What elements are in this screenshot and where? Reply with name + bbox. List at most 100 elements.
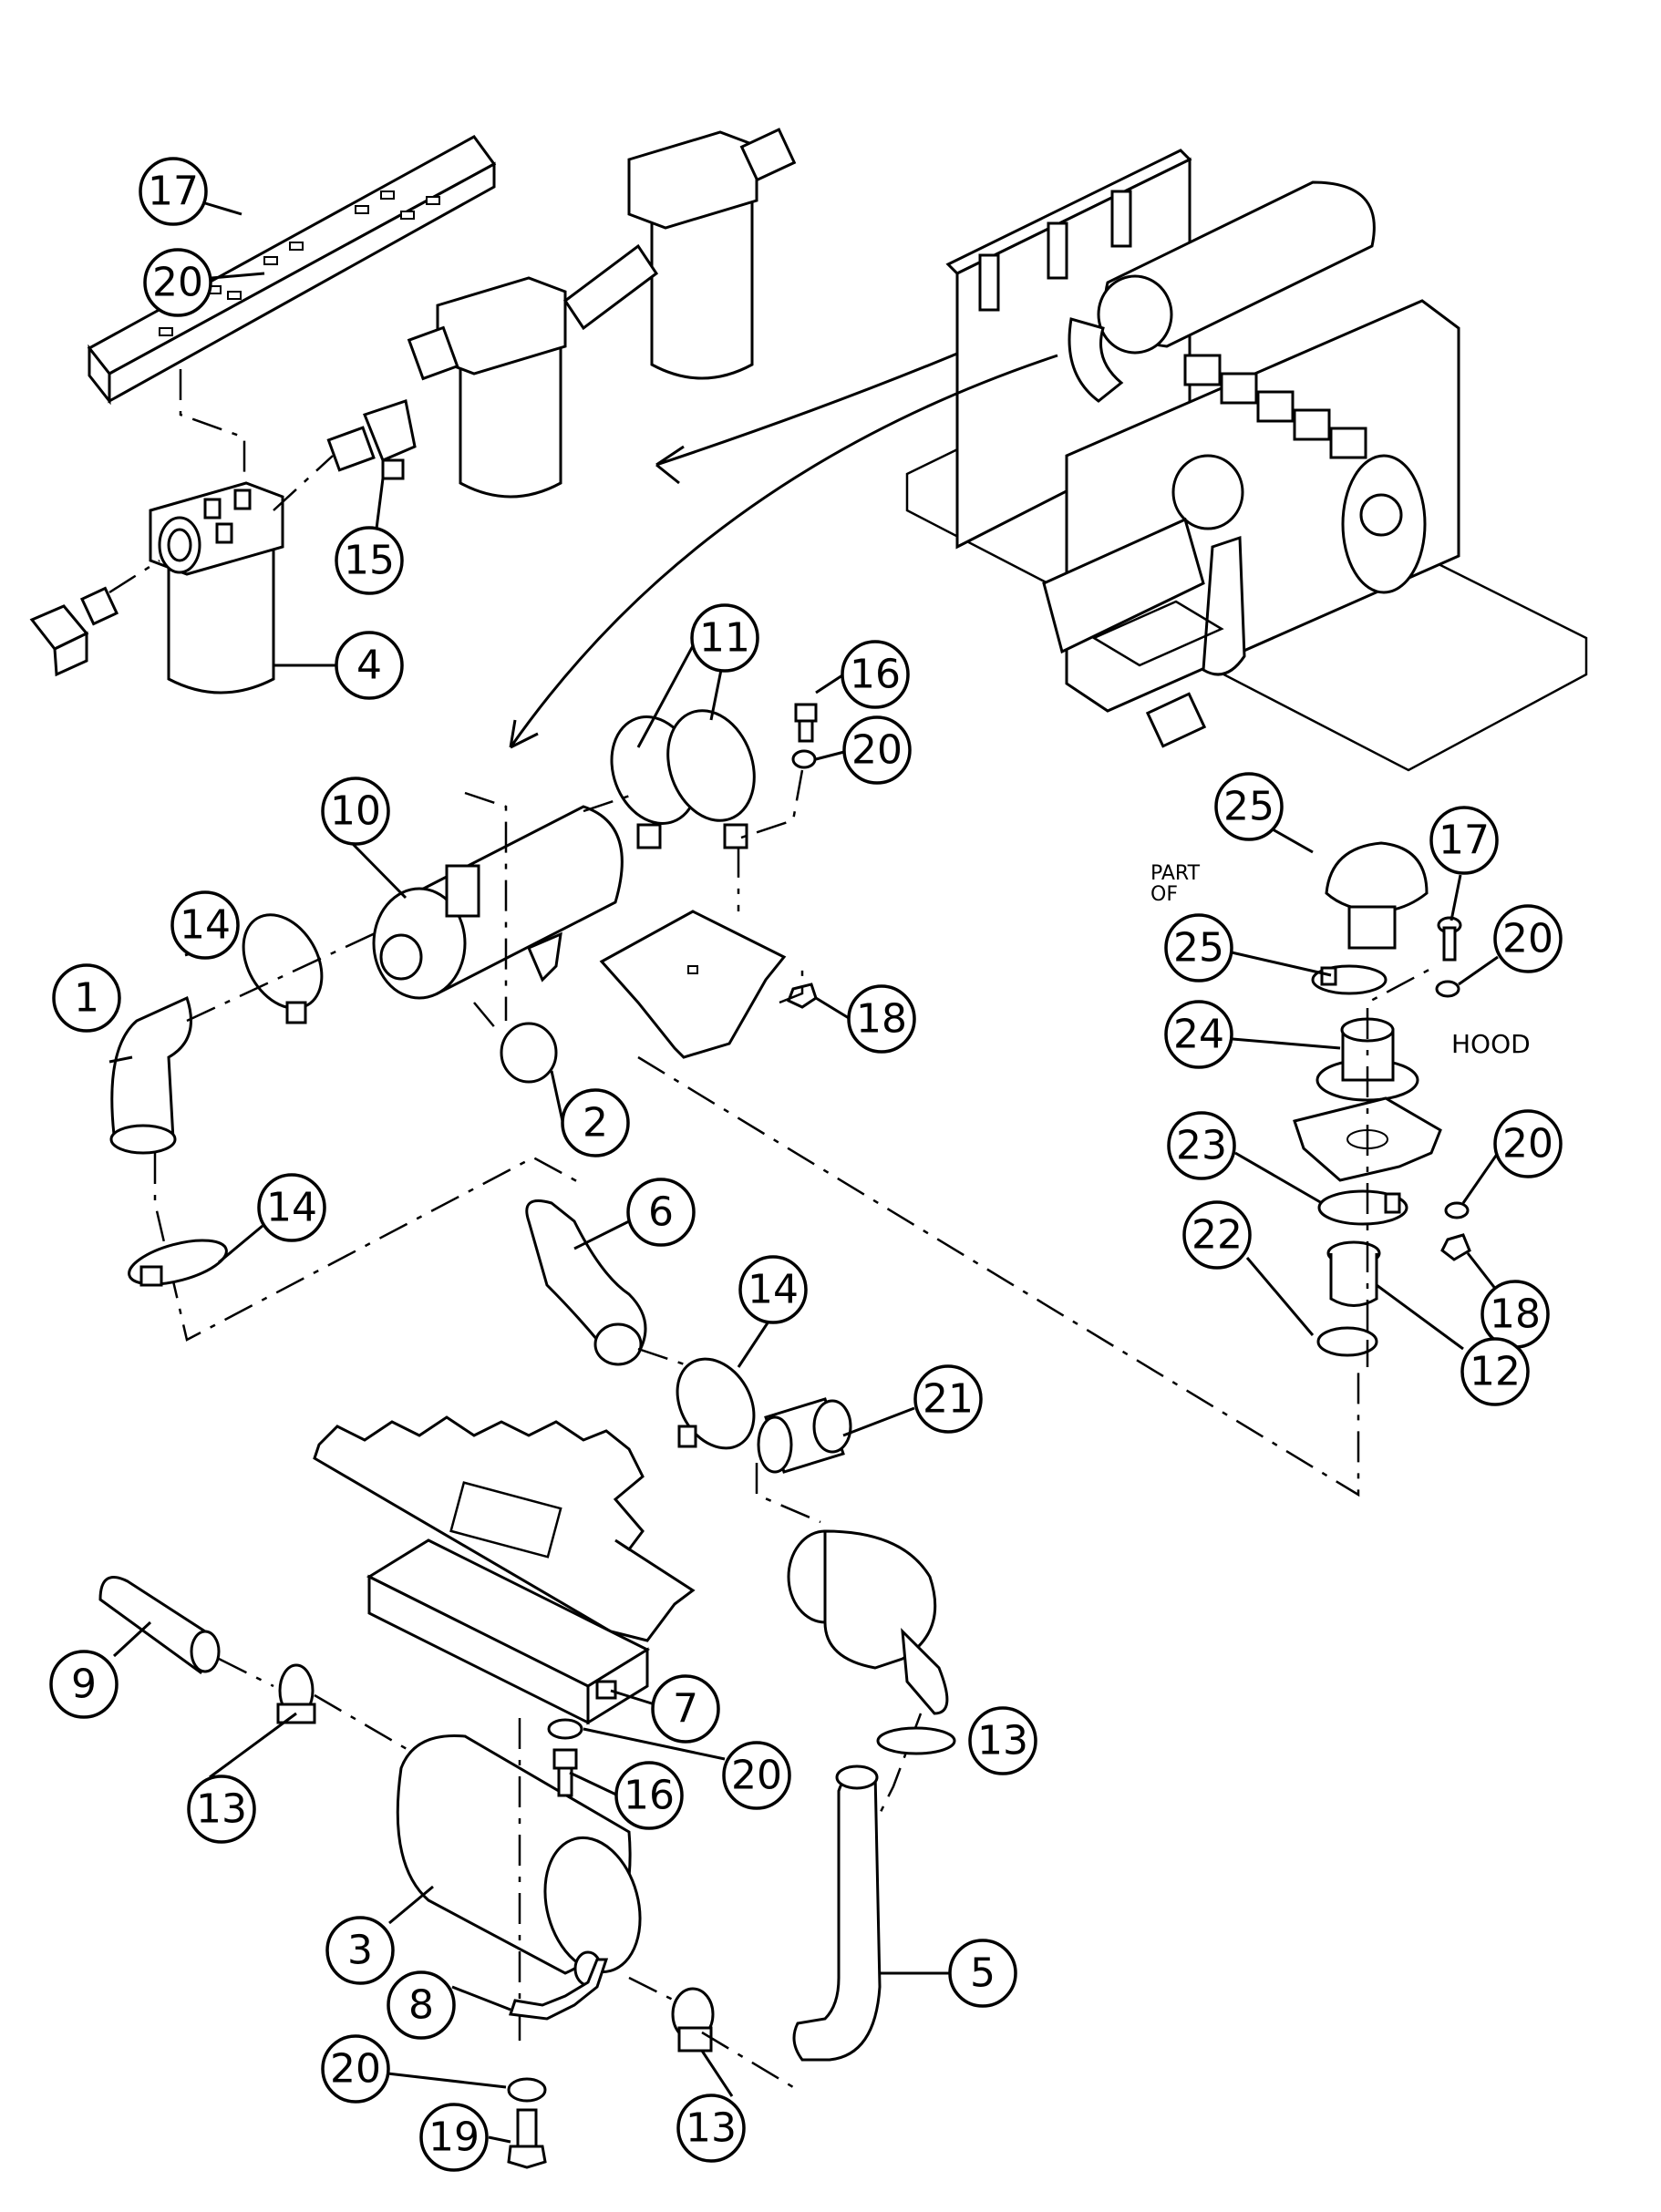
svg-text:20: 20 [152, 260, 203, 306]
callout-24: 24 [1164, 1000, 1233, 1069]
callout-14-lower-left: 14 [257, 1173, 326, 1242]
clamp-22 [1316, 1326, 1378, 1357]
clamp-23 [1317, 1189, 1408, 1226]
svg-text:10: 10 [330, 788, 381, 835]
callout-13-right: 13 [968, 1706, 1037, 1775]
callout-21: 21 [913, 1364, 983, 1434]
svg-text:7: 7 [673, 1686, 698, 1733]
main-diagonal-line [637, 1055, 1360, 1497]
washer-20-right-upper [1435, 980, 1460, 998]
callout-bubbles: 17 20 15 4 11 16 20 10 14 1 18 2 14 6 14… [49, 157, 1563, 2172]
mounting-bracket [599, 910, 787, 1059]
callout-20-mid-bottom: 20 [722, 1741, 791, 1810]
callout-25-part-of: 25 [1164, 913, 1233, 983]
elbow-12 [1326, 1240, 1381, 1307]
svg-text:19: 19 [428, 2114, 480, 2161]
muffler-line [314, 1693, 425, 1761]
elbow-fitting-15 [326, 399, 417, 480]
svg-text:12: 12 [1470, 1349, 1521, 1395]
fuel-filter-4 [149, 481, 284, 694]
svg-text:6: 6 [648, 1189, 674, 1236]
svg-text:16: 16 [624, 1773, 675, 1819]
svg-text:21: 21 [923, 1376, 974, 1423]
leader-lines [87, 201, 1501, 2144]
exhaust-turbo [787, 1529, 949, 1715]
callout-17-right: 17 [1429, 806, 1499, 875]
svg-text:25: 25 [1223, 784, 1274, 830]
svg-text:18: 18 [1490, 1291, 1541, 1338]
svg-text:15: 15 [344, 538, 395, 584]
callout-18-upper: 18 [847, 984, 916, 1054]
svg-text:2: 2 [583, 1100, 608, 1147]
callout-15: 15 [335, 526, 404, 595]
callout-3: 3 [325, 1916, 395, 1985]
nut-line [779, 966, 804, 1004]
reducer-line [473, 1002, 498, 1031]
callout-8: 8 [387, 1970, 456, 2040]
svg-text:20: 20 [851, 727, 903, 774]
tailpipe-line [218, 1657, 274, 1688]
bolt-16-upper [794, 703, 818, 743]
callout-7: 7 [651, 1674, 720, 1744]
callout-25-top: 25 [1214, 772, 1284, 841]
svg-text:14: 14 [748, 1267, 799, 1313]
callout-13-left: 13 [187, 1775, 256, 1844]
svg-text:13: 13 [686, 2105, 737, 2152]
band-clamp-11 [610, 709, 756, 849]
svg-text:11: 11 [699, 615, 750, 662]
svg-text:23: 23 [1176, 1123, 1227, 1169]
svg-text:14: 14 [180, 902, 231, 949]
hose-line [186, 928, 384, 1023]
bracket-bolt-line [737, 769, 804, 911]
svg-text:20: 20 [330, 2046, 381, 2093]
svg-text:5: 5 [970, 1950, 996, 1997]
clamp-14-upper [242, 913, 324, 1024]
clamp-13-right [876, 1726, 956, 1755]
svg-text:8: 8 [408, 1982, 434, 2029]
callout-11: 11 [690, 603, 759, 673]
note-hood: HOOD [1451, 1029, 1531, 1059]
callout-10: 10 [321, 777, 390, 846]
clamp-line [583, 791, 639, 813]
tailpipe-9 [98, 1576, 221, 1675]
muffler-3 [396, 1734, 642, 1987]
svg-text:4: 4 [356, 643, 382, 689]
elbow-fitting-left [29, 586, 119, 677]
clamp-bottom-line [628, 1976, 794, 2089]
callout-13-bottom: 13 [676, 2094, 746, 2163]
svg-text:3: 3 [347, 1928, 373, 1974]
engine-assembly [905, 149, 1588, 772]
clamp-13-left [276, 1663, 316, 1724]
svg-text:17: 17 [148, 169, 199, 215]
note-part-of-line2: OF [1150, 883, 1178, 906]
callout-9: 9 [49, 1650, 119, 1719]
intake-hose-6 [525, 1199, 647, 1366]
callout-17-top: 17 [139, 157, 208, 226]
nut-18-right [1440, 1233, 1471, 1261]
fitting-to-filter-line [273, 455, 334, 511]
bracket-side-line [464, 791, 508, 1021]
svg-text:20: 20 [731, 1753, 782, 1799]
callout-4: 4 [335, 631, 404, 700]
callout-5: 5 [948, 1939, 1017, 2008]
air-cleaner-10 [372, 805, 624, 1000]
strap-8 [508, 1958, 609, 2021]
engine-location-arrow [509, 354, 1058, 749]
hood-stack-line [1366, 964, 1437, 1367]
clamp-14-lower-left [128, 1239, 228, 1287]
callout-20-top: 20 [143, 248, 212, 317]
callout-16-lower: 16 [614, 1761, 684, 1830]
callout-6: 6 [626, 1178, 696, 1247]
clamp-14-lower-right [676, 1357, 756, 1450]
intake-routing-line [153, 1153, 584, 1342]
washer-20-mid [547, 1718, 583, 1740]
svg-text:20: 20 [1502, 916, 1553, 962]
bolt-19 [507, 2108, 547, 2169]
svg-text:17: 17 [1439, 818, 1490, 864]
reducer-2 [500, 1022, 558, 1084]
bolt-16-lower [552, 1748, 578, 1797]
callout-20-right-upper: 20 [1493, 904, 1563, 973]
elbow-to-filter-line [108, 559, 160, 594]
washer-20-upper [791, 749, 817, 769]
